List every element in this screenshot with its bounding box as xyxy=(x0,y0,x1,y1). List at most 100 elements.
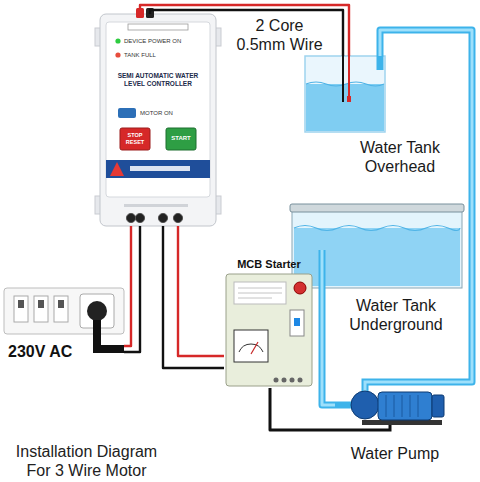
level-controller-part xyxy=(173,213,182,222)
level-controller-part xyxy=(106,160,210,178)
water-pump-part xyxy=(365,382,455,392)
level-controller-part xyxy=(130,166,190,171)
node-label-slot: MOTOR ON xyxy=(140,110,200,117)
wire-path xyxy=(163,226,224,368)
underground-tank: Water Tank Underground xyxy=(288,200,466,338)
water-pump-part xyxy=(335,402,352,409)
node-label-slot: DEVICE POWER ON xyxy=(124,38,204,45)
level-controller-part xyxy=(115,38,120,43)
underground-tank xyxy=(290,204,464,338)
mcb-starter-part xyxy=(290,310,304,336)
switch-board-part xyxy=(58,300,64,308)
controller-box: DEVICE POWER ON TANK FULL SEMI AUTOMATIC W… xyxy=(100,14,216,226)
node-label-slot: 230V AC xyxy=(8,342,88,361)
node-label-slot: MCB Starter xyxy=(224,258,314,271)
water-pump-part xyxy=(402,395,403,417)
node-label: 230V AC xyxy=(8,342,88,361)
water-pump-part xyxy=(351,391,379,419)
overhead-tank: Water Tank Overhead xyxy=(305,56,465,178)
level-controller-part xyxy=(106,22,210,197)
edge-label: 2 Core 0.5mm Wire xyxy=(233,16,327,54)
level-controller-part xyxy=(120,128,150,150)
underground-tank-part xyxy=(290,204,464,212)
wire-path xyxy=(322,338,335,405)
node-label-slot: Water Tank Underground xyxy=(328,296,464,334)
switch-board: 230V AC xyxy=(4,288,124,364)
mcb-starter-part xyxy=(238,293,282,294)
mcb-starter-part xyxy=(294,318,300,326)
switch-board-part xyxy=(87,301,107,321)
level-controller-part xyxy=(158,213,167,222)
node-label: MOTOR ON xyxy=(140,110,200,117)
mcb-starter-part xyxy=(238,288,282,289)
mcb-starter xyxy=(226,274,312,386)
overhead-tank-part xyxy=(347,96,351,102)
wire-path xyxy=(322,338,335,405)
switch-board xyxy=(4,288,124,349)
mcb-starter: MCB Starter xyxy=(224,258,314,388)
water-pump-part xyxy=(365,382,455,392)
water-pump-part xyxy=(378,392,432,420)
wire-path xyxy=(124,226,140,352)
level-controller-part xyxy=(118,108,136,118)
wire-path xyxy=(140,5,349,56)
node-label: Water Tank Underground xyxy=(328,296,464,334)
caption-slot: Installation Diagram For 3 Wire Motor xyxy=(4,442,169,480)
node-label: MCB Starter xyxy=(224,258,314,271)
node-label: STOP RESET xyxy=(120,132,150,145)
mcb-starter-part xyxy=(239,344,263,352)
overhead-tank-part xyxy=(348,56,350,98)
overhead-tank-part xyxy=(306,82,384,86)
node-label-slot: Water Pump xyxy=(335,444,455,463)
switch-board-part xyxy=(34,296,48,322)
node-label-slot: Water Tank Overhead xyxy=(335,138,465,176)
water-pump-part xyxy=(394,395,395,417)
wire-path xyxy=(150,10,343,56)
node-label-slot: SEMI AUTOMATIC WATER LEVEL CONTROLLER xyxy=(110,72,206,88)
level-controller-part xyxy=(166,128,196,150)
node-label-slot: START xyxy=(166,135,196,142)
water-pump: Water Pump xyxy=(335,378,455,472)
wire-path xyxy=(178,226,224,356)
overhead-tank-part xyxy=(305,56,385,132)
water-pump-part xyxy=(362,420,442,425)
switch-board-part xyxy=(54,296,68,322)
underground-tank-part xyxy=(294,226,460,231)
edge-label-slot: 2 Core 0.5mm Wire xyxy=(233,16,327,54)
level-controller-part xyxy=(128,24,188,30)
switch-board-part xyxy=(38,300,44,308)
level-controller-part xyxy=(124,204,188,207)
level-controller-part xyxy=(135,213,144,222)
switch-board-part xyxy=(4,288,124,334)
node-label: DEVICE POWER ON xyxy=(124,38,204,45)
mcb-starter-part xyxy=(274,378,279,383)
mcb-starter-part xyxy=(294,282,306,294)
overhead-tank-part xyxy=(306,84,384,131)
node-label: Water Pump xyxy=(335,444,455,463)
underground-tank-part xyxy=(319,250,326,338)
water-pump-part xyxy=(410,395,411,417)
node-label: START xyxy=(166,135,196,142)
water-pump-part xyxy=(386,395,387,417)
mcb-starter-part xyxy=(290,378,295,383)
switch-board-part xyxy=(18,300,24,308)
water-pump-part xyxy=(432,395,444,417)
water-pipe xyxy=(322,338,335,405)
switch-board-part xyxy=(97,320,124,349)
mcb-starter-part xyxy=(251,342,258,354)
level-controller-part xyxy=(115,52,120,57)
node-label: SEMI AUTOMATIC WATER LEVEL CONTROLLER xyxy=(110,72,206,88)
level-controller-part xyxy=(126,213,135,222)
wire xyxy=(140,5,349,56)
mcb-starter-part xyxy=(238,298,272,299)
mcb-starter-part xyxy=(282,378,287,383)
level-controller xyxy=(95,8,221,226)
node-label-slot: STOP RESET xyxy=(120,132,150,145)
node-label: Water Tank Overhead xyxy=(335,138,465,176)
node-label-slot: TANK FULL xyxy=(124,52,204,59)
mcb-starter-part xyxy=(226,274,312,386)
wire xyxy=(124,226,140,352)
water-pump-part xyxy=(335,425,390,430)
